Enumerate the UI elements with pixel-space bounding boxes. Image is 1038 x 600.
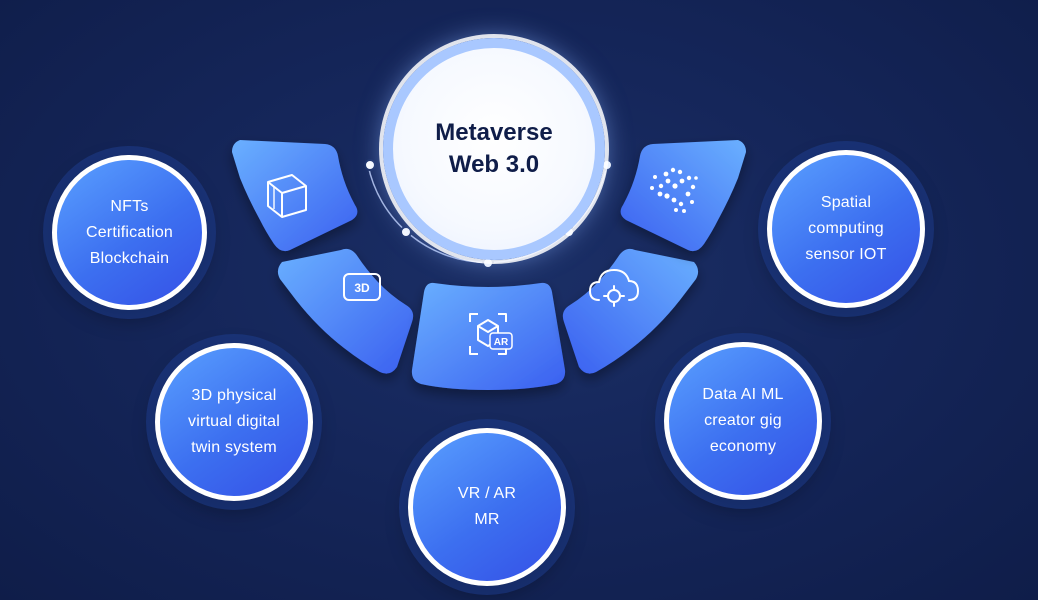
segment-cube[interactable] xyxy=(232,140,358,252)
ar-cube-icon: AR xyxy=(469,313,513,355)
cloud-gear-icon xyxy=(588,268,640,307)
center-title: Metaverse Web 3.0 xyxy=(435,119,553,178)
segment-3d[interactable] xyxy=(277,248,414,374)
3d-badge-icon: 3D xyxy=(343,273,381,301)
circle-vr-ar-label: VR / AR MR xyxy=(457,485,517,528)
segment-ar[interactable] xyxy=(411,282,566,390)
circle-spatial-label: Spatial computing sensor IOT xyxy=(805,194,887,263)
segment-iota[interactable] xyxy=(620,140,746,252)
circle-nfts-label: NFTs Certification Blockchain xyxy=(85,197,174,267)
3d-badge-text: 3D xyxy=(354,281,370,295)
circle-digital-twin[interactable]: 3D physical virtual digital twin system xyxy=(155,343,313,501)
segment-cloud[interactable] xyxy=(562,248,699,374)
ar-badge-text: AR xyxy=(494,337,509,348)
circle-spatial[interactable]: Spatial computing sensor IOT xyxy=(767,150,925,308)
center-circle: Metaverse Web 3.0 xyxy=(383,38,605,260)
circle-digital-twin-label: 3D physical virtual digital twin system xyxy=(188,387,280,456)
cube-icon xyxy=(267,174,307,218)
circle-vr-ar[interactable]: VR / AR MR xyxy=(408,428,566,586)
circle-nfts[interactable]: NFTs Certification Blockchain xyxy=(52,155,207,310)
circle-data-ai-label: Data AI ML creator gig economy xyxy=(702,386,784,455)
iota-swirl-icon xyxy=(650,167,698,213)
circle-data-ai[interactable]: Data AI ML creator gig economy xyxy=(664,342,822,500)
